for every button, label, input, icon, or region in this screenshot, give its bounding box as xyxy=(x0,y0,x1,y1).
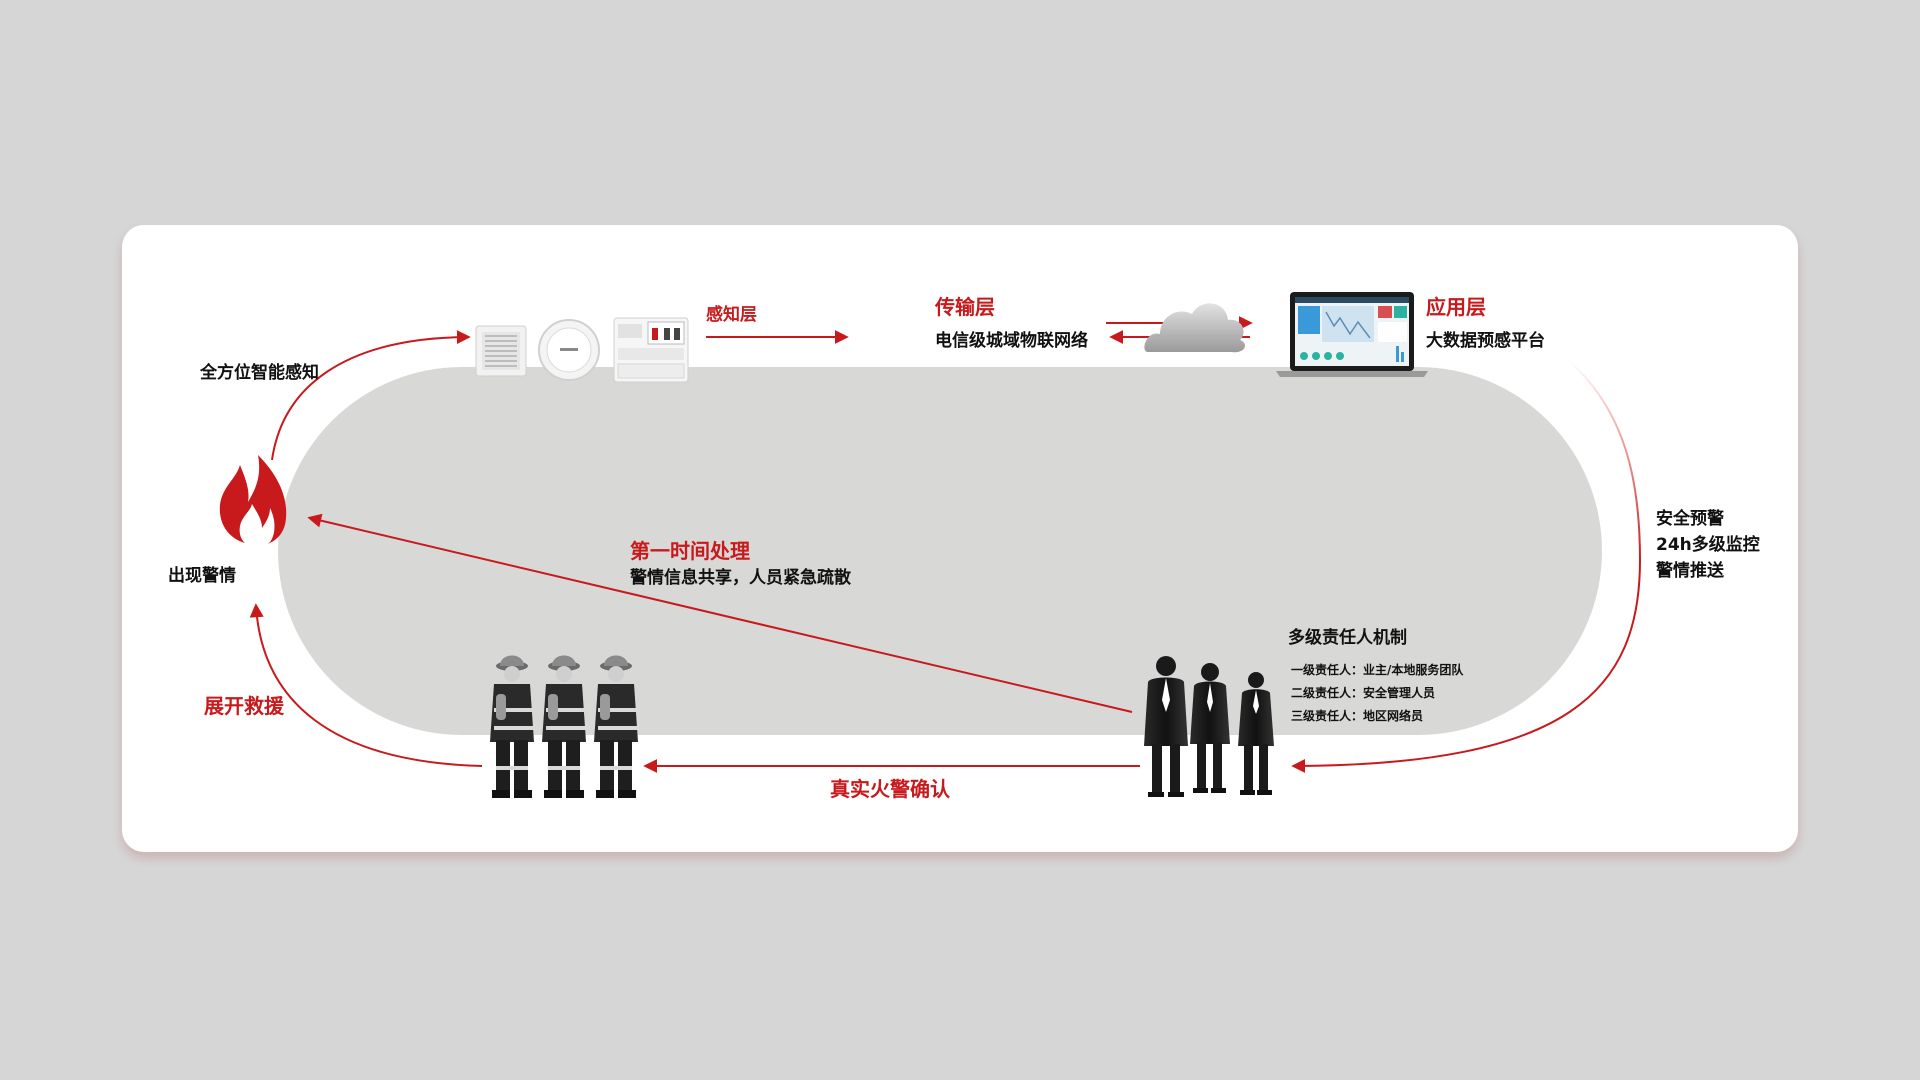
loop-track xyxy=(278,367,1602,735)
responsibility-level-3: 三级责任人：地区网络员 xyxy=(1291,709,1424,723)
fire-icon xyxy=(219,455,287,548)
smoke-detector-icon xyxy=(475,325,527,377)
application-layer-title: 应用层 xyxy=(1426,295,1486,319)
responsibility-level-1: 一级责任人：业主/本地服务团队 xyxy=(1291,663,1464,677)
perception-side-label: 全方位智能感知 xyxy=(200,363,319,383)
cloud-icon xyxy=(1144,303,1246,353)
rescue-label: 展开救援 xyxy=(204,694,284,718)
application-layer-subtitle: 大数据预感平台 xyxy=(1426,331,1545,351)
firefighters-group-icon xyxy=(490,655,638,798)
arrow-fire-to-sensors xyxy=(271,330,471,461)
push-notes: 安全预警 24h多级监控 警情推送 xyxy=(1656,506,1760,584)
handling-subtitle: 警情信息共享，人员紧急疏散 xyxy=(630,568,851,588)
laptop-dashboard-icon xyxy=(1276,292,1428,377)
circuit-breaker-icon xyxy=(613,317,689,383)
round-sensor-icon xyxy=(538,319,600,381)
arrow-firefighters-to-fire xyxy=(249,603,483,767)
responsibility-level-2: 二级责任人：安全管理人员 xyxy=(1291,686,1436,700)
responsibility-levels: 一级责任人：业主/本地服务团队 二级责任人：安全管理人员 三级责任人：地区网络员 xyxy=(1291,659,1463,728)
confirm-label: 真实火警确认 xyxy=(830,777,950,801)
managers-group-icon xyxy=(1144,656,1274,797)
responsibility-title: 多级责任人机制 xyxy=(1288,628,1407,648)
push-line-1: 安全预警 xyxy=(1656,509,1724,529)
transmission-layer-title: 传输层 xyxy=(935,295,995,319)
arrow-platform-to-managers xyxy=(1291,359,1642,773)
alarm-label: 出现警情 xyxy=(168,566,236,586)
handling-title: 第一时间处理 xyxy=(630,539,750,563)
arrow-handling-to-fire xyxy=(307,513,1133,713)
transmission-layer-subtitle: 电信级城域物联网络 xyxy=(935,331,1088,351)
perception-layer-title: 感知层 xyxy=(706,305,757,325)
push-line-3: 警情推送 xyxy=(1656,561,1724,581)
push-line-2: 24h多级监控 xyxy=(1656,535,1760,555)
